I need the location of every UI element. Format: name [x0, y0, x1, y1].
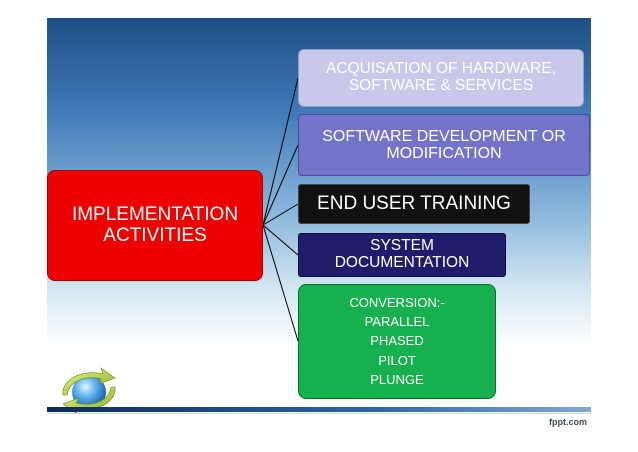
- conversion-item-phased: PHASED: [370, 333, 424, 349]
- conversion-item-pilot: PILOT: [378, 352, 416, 368]
- conversion-title: CONVERSION:-: [349, 295, 445, 311]
- branch-node-label: ACQUISATION OF HARDWARE, SOFTWARE & SERV…: [326, 60, 556, 94]
- branch-node-conversion: CONVERSION:- PARALLEL PHASED PILOT PLUNG…: [298, 284, 496, 399]
- main-node-label: IMPLEMENTATION ACTIVITIES: [71, 203, 239, 246]
- footer-divider: [47, 413, 591, 414]
- slide: IMPLEMENTATION ACTIVITIES ACQUISATION OF…: [47, 18, 591, 429]
- connector-line: [262, 203, 299, 226]
- branch-node-software-development: SOFTWARE DEVELOPMENT OR MODIFICATION: [298, 114, 590, 176]
- main-node-implementation-activities: IMPLEMENTATION ACTIVITIES: [47, 170, 263, 281]
- branch-node-acquisition: ACQUISATION OF HARDWARE, SOFTWARE & SERV…: [298, 49, 584, 107]
- conversion-item-parallel: PARALLEL: [364, 314, 430, 330]
- connector-line: [262, 224, 299, 256]
- connector-line: [262, 144, 299, 226]
- connector-line: [262, 224, 299, 342]
- branch-node-label: END USER TRAINING: [317, 192, 511, 214]
- branch-node-end-user-training: END USER TRAINING: [298, 184, 530, 224]
- footer-bar: [47, 407, 591, 412]
- branch-node-label: SOFTWARE DEVELOPMENT OR MODIFICATION: [322, 127, 566, 162]
- conversion-item-plunge: PLUNGE: [370, 371, 424, 387]
- footer-brand: fppt.com: [549, 417, 587, 427]
- connector-line: [262, 77, 299, 226]
- branch-node-system-documentation: SYSTEM DOCUMENTATION: [298, 233, 506, 277]
- branch-node-label: SYSTEM DOCUMENTATION: [334, 237, 470, 271]
